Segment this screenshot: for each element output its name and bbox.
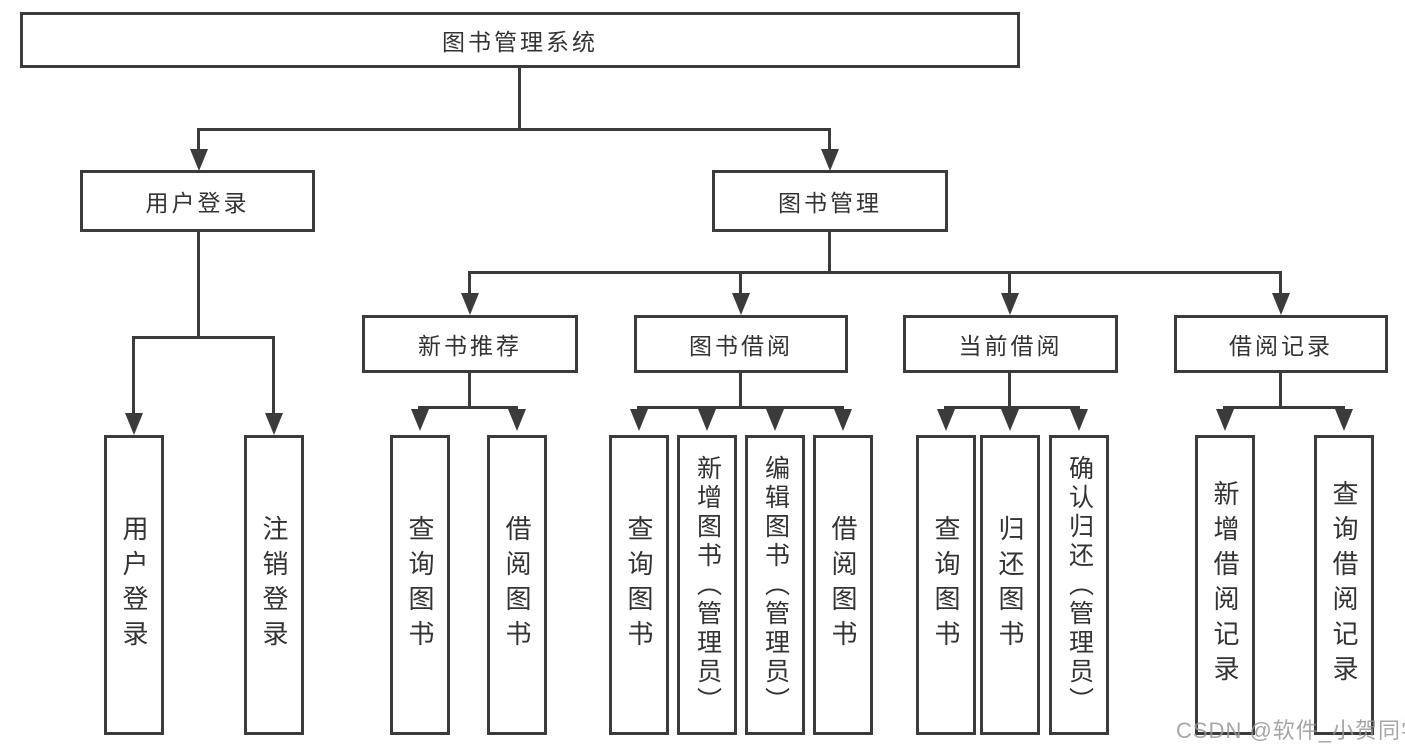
connector-root-stem <box>518 68 521 128</box>
connector-book-borrow-rail <box>637 406 844 409</box>
arrowhead-add-book-admin <box>698 409 716 431</box>
arrowhead-book-management <box>821 149 839 171</box>
node-book-management: 图书管理 <box>712 170 948 232</box>
arrowhead-query-borrow-record <box>1335 409 1353 431</box>
connector-drop-user-login <box>197 128 200 154</box>
arrowhead-return-book <box>1001 409 1019 431</box>
connector-drop-book-borrow <box>739 271 742 295</box>
arrowhead-confirm-return-admin <box>1070 409 1088 431</box>
connector-book-borrow-stem <box>739 373 742 406</box>
leaf-confirm-return-admin: 确认归还（管理员） <box>1049 435 1109 735</box>
arrowhead-user-login <box>190 149 208 171</box>
connector-drop-book-management <box>828 128 831 154</box>
arrowhead-leaf-user-login <box>125 413 143 435</box>
connector-new-book-rail <box>418 406 518 409</box>
connector-drop-current-borrow <box>1008 271 1011 295</box>
leaf-add-book-admin: 新增图书（管理员） <box>677 435 737 735</box>
leaf-add-borrow-record: 新增借阅记录 <box>1195 435 1255 735</box>
arrowhead-book-borrow <box>732 293 750 315</box>
connector-drop-leaf-logout <box>272 336 275 415</box>
leaf-edit-book-admin: 编辑图书（管理员） <box>745 435 805 735</box>
arrowhead-edit-book-admin <box>766 409 784 431</box>
node-book-borrow: 图书借阅 <box>634 315 848 373</box>
leaf-query-borrow-record: 查询借阅记录 <box>1314 435 1374 735</box>
leaf-logout: 注销登录 <box>244 435 304 735</box>
node-user-login: 用户登录 <box>80 170 315 232</box>
arrowhead-borrow-book-recommend <box>508 409 526 431</box>
csdn-watermark: CSDN @软件_小贺同学 <box>1176 718 1405 743</box>
arrowhead-borrow-book <box>834 409 852 431</box>
connector-new-book-stem <box>468 373 471 406</box>
connector-current-borrow-stem <box>1008 373 1011 406</box>
connector-book-management-rail <box>468 271 1282 274</box>
leaf-borrow-book: 借阅图书 <box>813 435 873 735</box>
connector-current-borrow-rail <box>944 406 1080 409</box>
leaf-query-book-borrow: 查询图书 <box>609 435 669 735</box>
node-new-book-recommend: 新书推荐 <box>362 315 578 373</box>
arrowhead-query-book-borrow <box>630 409 648 431</box>
arrowhead-add-borrow-record <box>1216 409 1234 431</box>
arrowhead-new-book-recommend <box>461 293 479 315</box>
arrowhead-current-borrow <box>1001 293 1019 315</box>
arrowhead-leaf-logout <box>265 413 283 435</box>
leaf-borrow-book-recommend: 借阅图书 <box>487 435 547 735</box>
connector-root-rail <box>197 128 831 131</box>
leaf-query-book-recommend: 查询图书 <box>390 435 450 735</box>
node-current-borrow: 当前借阅 <box>903 315 1118 373</box>
node-borrow-record: 借阅记录 <box>1174 315 1388 373</box>
arrowhead-query-book-recommend <box>411 409 429 431</box>
leaf-query-book-current: 查询图书 <box>916 435 976 735</box>
connector-drop-new-book-recommend <box>468 271 471 295</box>
leaf-return-book: 归还图书 <box>980 435 1040 735</box>
connector-book-management-stem <box>828 232 831 271</box>
connector-borrow-record-stem <box>1279 373 1282 406</box>
connector-user-login-stem <box>197 232 200 336</box>
connector-drop-borrow-record <box>1279 271 1282 295</box>
leaf-user-login: 用户登录 <box>104 435 164 735</box>
connector-drop-leaf-user-login <box>132 336 135 415</box>
arrowhead-borrow-record <box>1272 293 1290 315</box>
connector-borrow-record-rail <box>1223 406 1345 409</box>
connector-user-login-rail <box>132 336 275 339</box>
node-root-system: 图书管理系统 <box>20 12 1020 68</box>
arrowhead-query-book-current <box>937 409 955 431</box>
